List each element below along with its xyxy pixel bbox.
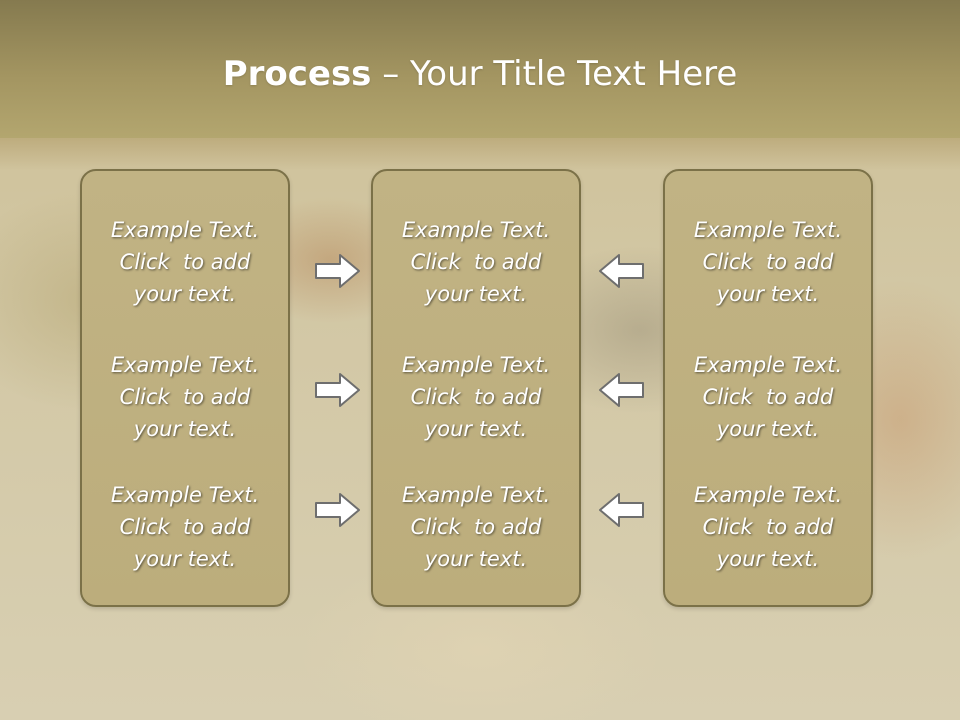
arrow-left-icon: [599, 493, 644, 527]
text-placeholder[interactable]: Example Text. Click to add your text.: [110, 218, 260, 306]
arrow-right-icon: [315, 493, 360, 527]
title-bar-fade: [0, 138, 960, 170]
slide-title-rest: – Your Title Text Here: [371, 54, 738, 94]
arrow-left-icon: [599, 254, 644, 288]
process-box-left[interactable]: Example Text. Click to add your text. Ex…: [80, 169, 290, 607]
text-placeholder[interactable]: Example Text. Click to add your text.: [693, 483, 843, 571]
arrow-right-icon: [315, 254, 360, 288]
text-placeholder[interactable]: Example Text. Click to add your text.: [693, 353, 843, 441]
title-bar: [0, 0, 960, 138]
text-placeholder[interactable]: Example Text. Click to add your text.: [693, 218, 843, 306]
process-box-middle[interactable]: Example Text. Click to add your text. Ex…: [371, 169, 581, 607]
process-box-right[interactable]: Example Text. Click to add your text. Ex…: [663, 169, 873, 607]
arrow-left-icon: [599, 373, 644, 407]
slide-title[interactable]: Process – Your Title Text Here: [0, 52, 960, 96]
text-placeholder[interactable]: Example Text. Click to add your text.: [401, 218, 551, 306]
arrow-right-icon: [315, 373, 360, 407]
text-placeholder[interactable]: Example Text. Click to add your text.: [110, 353, 260, 441]
slide-title-bold: Process: [222, 54, 372, 94]
text-placeholder[interactable]: Example Text. Click to add your text.: [401, 483, 551, 571]
text-placeholder[interactable]: Example Text. Click to add your text.: [110, 483, 260, 571]
text-placeholder[interactable]: Example Text. Click to add your text.: [401, 353, 551, 441]
